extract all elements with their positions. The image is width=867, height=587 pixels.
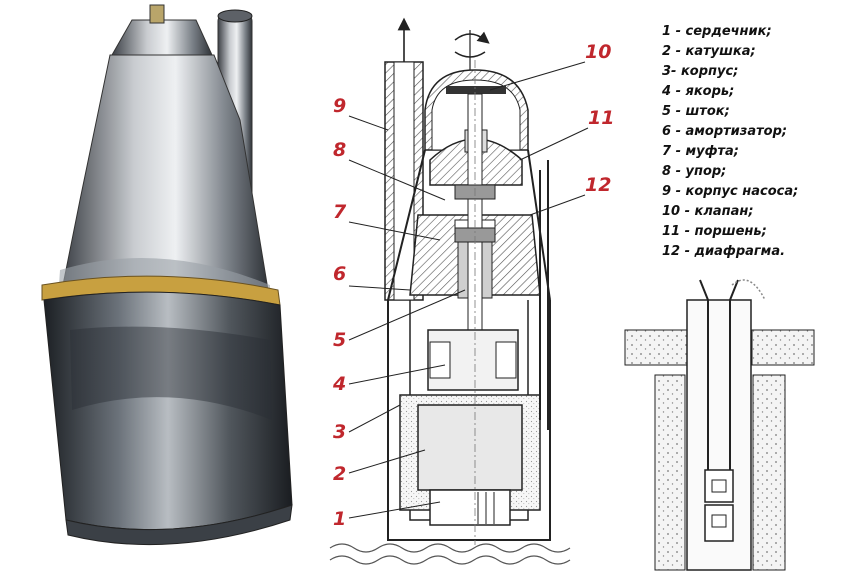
callout-1: 1 xyxy=(333,508,346,530)
callout-leaders xyxy=(348,61,589,519)
callout-5: 5 xyxy=(333,329,346,351)
legend-item-4: 4 - якорь; xyxy=(662,84,735,99)
legend-item-8: 8 - упор; xyxy=(662,164,727,179)
legend-item-11: 11 - поршень; xyxy=(662,224,767,239)
pump-photo xyxy=(41,4,293,546)
legend-item-3: 3- корпус; xyxy=(662,64,739,79)
callout-4: 4 xyxy=(332,373,346,395)
legend-item-2: 2 - катушка; xyxy=(662,44,756,59)
well-diagram xyxy=(624,279,815,571)
legend-item-1: 1 - сердечник; xyxy=(662,24,772,39)
legend-item-5: 5 - шток; xyxy=(662,104,730,119)
legend-item-7: 7 - муфта; xyxy=(662,144,739,159)
callout-2: 2 xyxy=(333,463,346,485)
legend-item-12: 12 - диафрагма. xyxy=(662,244,786,259)
legend-item-10: 10 - клапан; xyxy=(662,204,754,219)
callout-8: 8 xyxy=(333,139,346,161)
callout-6: 6 xyxy=(333,263,346,285)
legend-item-9: 9 - корпус насоса; xyxy=(662,184,799,199)
cross-section xyxy=(329,17,571,565)
callout-9: 9 xyxy=(333,95,346,117)
callout-11: 11 xyxy=(588,107,614,129)
callout-7: 7 xyxy=(333,201,347,223)
callout-12: 12 xyxy=(585,174,611,196)
callout-numbers: 1 2 3 4 5 6 7 8 9 10 11 12 xyxy=(332,41,614,530)
callout-3: 3 xyxy=(333,421,346,443)
legend-item-6: 6 - амортизатор; xyxy=(662,124,788,139)
callout-10: 10 xyxy=(585,41,611,63)
